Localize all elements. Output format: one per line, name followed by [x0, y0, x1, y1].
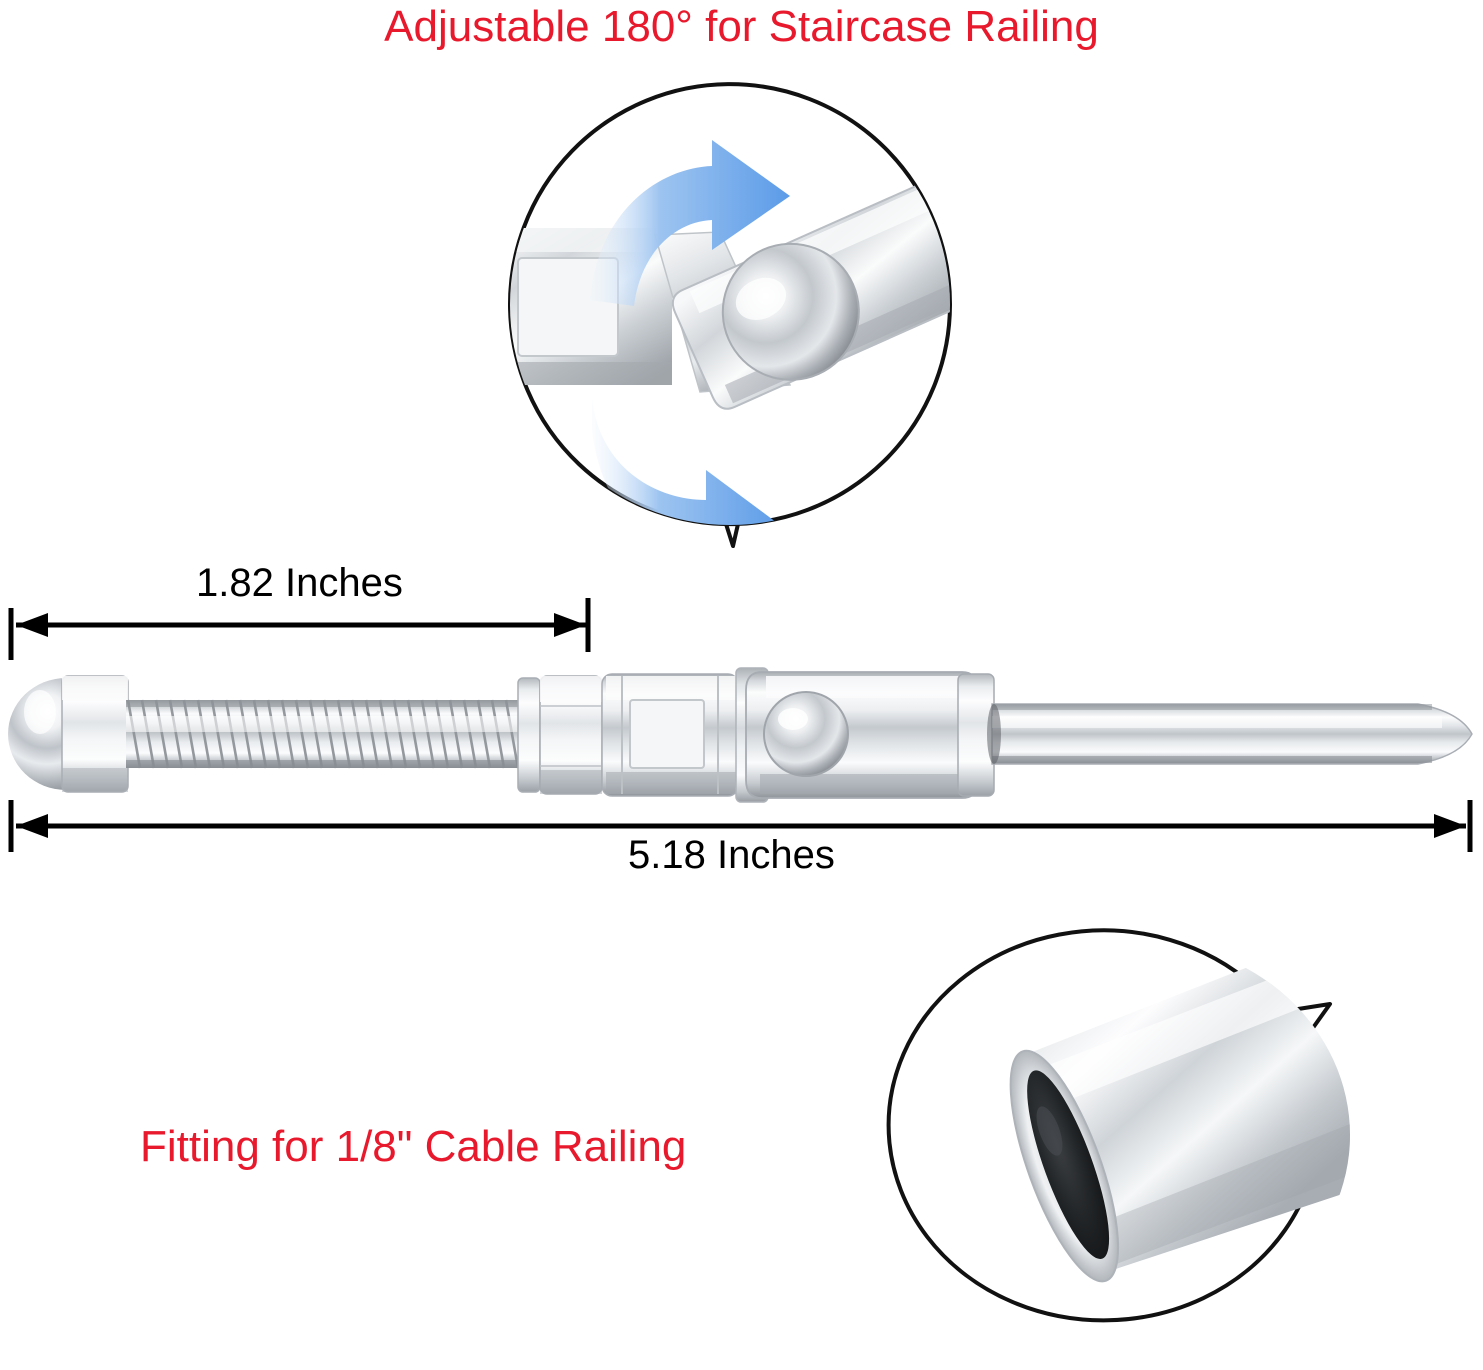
hex-lock-nut-part — [539, 675, 603, 795]
threaded-stud-part — [126, 699, 520, 769]
acorn-cap-nut-part — [8, 675, 129, 793]
dimension-label-short: 1.82 Inches — [196, 561, 403, 605]
cap-dome — [8, 678, 124, 790]
swivel-ball-pin — [763, 691, 849, 777]
swivel-joint-part — [735, 667, 977, 803]
arrowhead-right-short — [554, 613, 586, 637]
thread-grooves — [126, 699, 520, 769]
dimension-label-long: 5.18 Inches — [628, 833, 835, 877]
product-assembly — [8, 667, 1473, 803]
tube-shoulder-shadow — [987, 704, 1001, 764]
joint-right-arm — [671, 161, 1058, 410]
joint-stud — [987, 170, 1058, 241]
joint-hinge-wedge — [654, 231, 792, 393]
arrowhead-left-short — [16, 613, 48, 637]
body-barrel-part — [601, 673, 739, 797]
joint-ball-pin — [721, 242, 860, 381]
callout-top-bubble — [508, 82, 953, 548]
flat-washer-part — [517, 677, 541, 793]
barrel-flat-pad — [629, 699, 705, 769]
swage-tube-part — [987, 703, 1473, 765]
arrowhead-right-long — [1434, 814, 1466, 838]
tube-bore-opening — [1027, 1070, 1110, 1259]
swage-collar-part — [957, 673, 995, 797]
callout-top-swivel-joint — [508, 82, 1058, 548]
tube-rim — [1009, 1049, 1120, 1283]
cap-hex-body — [61, 675, 129, 793]
page-title-top: Adjustable 180° for Staircase Railing — [384, 2, 1099, 51]
callout-bottom-bubble — [886, 928, 1332, 1323]
page-title-bottom: Fitting for 1/8" Cable Railing — [140, 1122, 687, 1171]
zoom-tube-body — [1009, 954, 1350, 1283]
dimension-short — [16, 598, 591, 652]
callout-bottom-swage-tube — [886, 928, 1350, 1323]
rotation-arrow-lower-icon — [592, 398, 784, 525]
joint-left-arm — [510, 228, 672, 385]
joint-left-flat-pad — [517, 257, 619, 357]
clevis-body — [745, 671, 977, 799]
arrowhead-left-long — [16, 814, 48, 838]
clevis-gap-plate — [735, 667, 769, 803]
rotation-arrow-upper-icon — [590, 140, 790, 306]
dimension-lines — [8, 598, 1473, 852]
